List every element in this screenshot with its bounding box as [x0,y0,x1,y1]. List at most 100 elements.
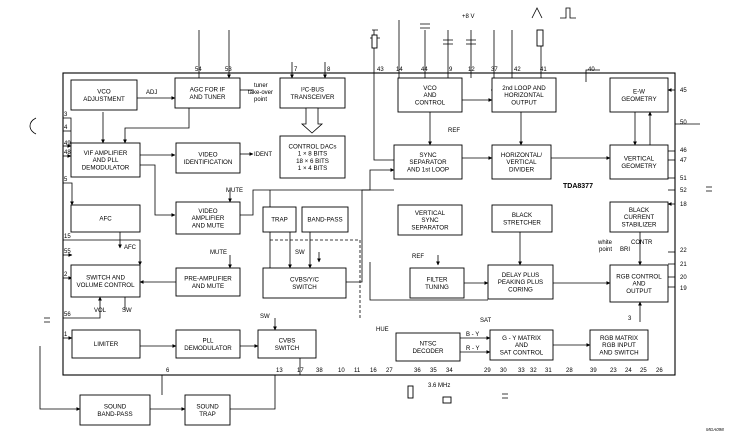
block-label: PEAKING PLUS [498,279,543,286]
block-limiter: LIMITER [71,329,141,359]
block-label: VIDEO [198,152,217,159]
block-box [70,79,138,111]
pins-top: 54 53 7 8 43 14 44 9 12 37 42 41 40 [195,67,595,73]
block-label: SAT CONTROL [500,349,544,356]
block-label: CONTROL DACs [289,143,337,150]
label-tuner-3: point [254,97,267,103]
block-label: VERTICAL [506,159,537,166]
label-sw-3: SW [122,308,132,314]
block-label: AND PLL [93,157,119,164]
block-label: RGB CONTROL [616,274,662,281]
block-label: BAND-PASS [307,217,342,224]
label-white-point-2: point [599,247,612,253]
pin-numbers: 54 53 7 8 43 14 44 9 12 37 42 41 40 3 4 … [64,67,687,374]
block-label: RGB MATRIX [600,335,638,342]
block-label: DEMODULATOR [82,164,130,171]
pins-left: 3 4 49 48 5 15 55 2 1 56 [64,112,71,338]
pin-label: 7 [294,67,298,73]
pin-label: 48 [64,150,71,156]
block-box [184,394,231,426]
label-mute-1: MUTE [226,188,243,194]
block-label: AND 1st LOOP [407,166,449,173]
label-mute-2: MUTE [210,250,227,256]
pin-label: 1 [64,332,68,338]
signal-labels: ADJ tuner take-over point IDENT MUTE MUT… [94,14,653,389]
block-label: AND MUTE [192,222,224,229]
pin-label: 44 [421,67,428,73]
pin-label: 42 [514,67,521,73]
pin-label: 5 [64,177,68,183]
block-label: SWITCH [292,284,316,291]
block-label: STABILIZER [622,221,657,228]
block-box [489,329,554,361]
ic-outline [62,72,676,376]
block-box [71,329,141,359]
block-label: PLL [202,338,214,345]
block-label: 1 × 8 BITS [298,151,327,158]
block-label: AGC FOR IF [190,87,226,94]
block-label: GEOMETRY [621,96,656,103]
block-label: CURRENT [624,214,654,221]
block-label: SOUND [104,404,127,411]
pin-label: 3 [64,112,68,118]
pin-label: 9 [449,67,453,73]
block-box [175,329,241,359]
label-ref-1: REF [448,128,460,134]
block-label: ADJUSTMENT [83,96,125,103]
block-label: FILTER [427,277,448,284]
label-ident: IDENT [254,152,272,158]
label-three: 3 [628,316,632,322]
block-label: VERTICAL [624,156,655,163]
block-label: DELAY PLUS [502,272,540,279]
pin-label: 24 [625,368,632,374]
block-label: LIMITER [94,341,119,348]
label-bri: BRI [620,247,630,253]
block-label: VCO [423,85,437,92]
block-label: CONTROL [415,99,446,106]
pin-label: 4 [64,125,68,131]
block-label: AND SWITCH [599,349,638,356]
block-label: NTSC [420,341,437,348]
block-label: PRE-AMPLIFIER [184,276,232,283]
block-box [397,77,463,113]
label-by: B - Y [466,332,479,338]
block-afc: AFC [70,204,141,233]
block-label: CVBS [279,338,296,345]
block-trap: TRAP [262,206,297,233]
block-box [175,267,241,297]
pins-right: 45 50 46 47 51 52 18 22 21 20 19 [680,88,687,292]
label-vol: VOL [94,308,107,314]
pin-label: 54 [195,67,202,73]
pin-label: 34 [446,368,453,374]
block-box [70,264,141,298]
block-box [397,204,463,236]
block-label: OUTPUT [511,99,537,106]
block-label: HORIZONTAL/ [501,152,542,159]
block-label: SYNC [419,152,437,159]
block-box [609,264,669,303]
pin-label: 17 [297,368,304,374]
block-band-pass: BAND-PASS [301,206,349,233]
pin-label: 13 [276,368,283,374]
pin-label: 6 [166,368,170,374]
pin-label: 33 [518,368,525,374]
pin-label: 30 [500,368,507,374]
pin-label: 37 [491,67,498,73]
block-label: DEMODULATOR [184,345,232,352]
block-box [70,204,141,233]
